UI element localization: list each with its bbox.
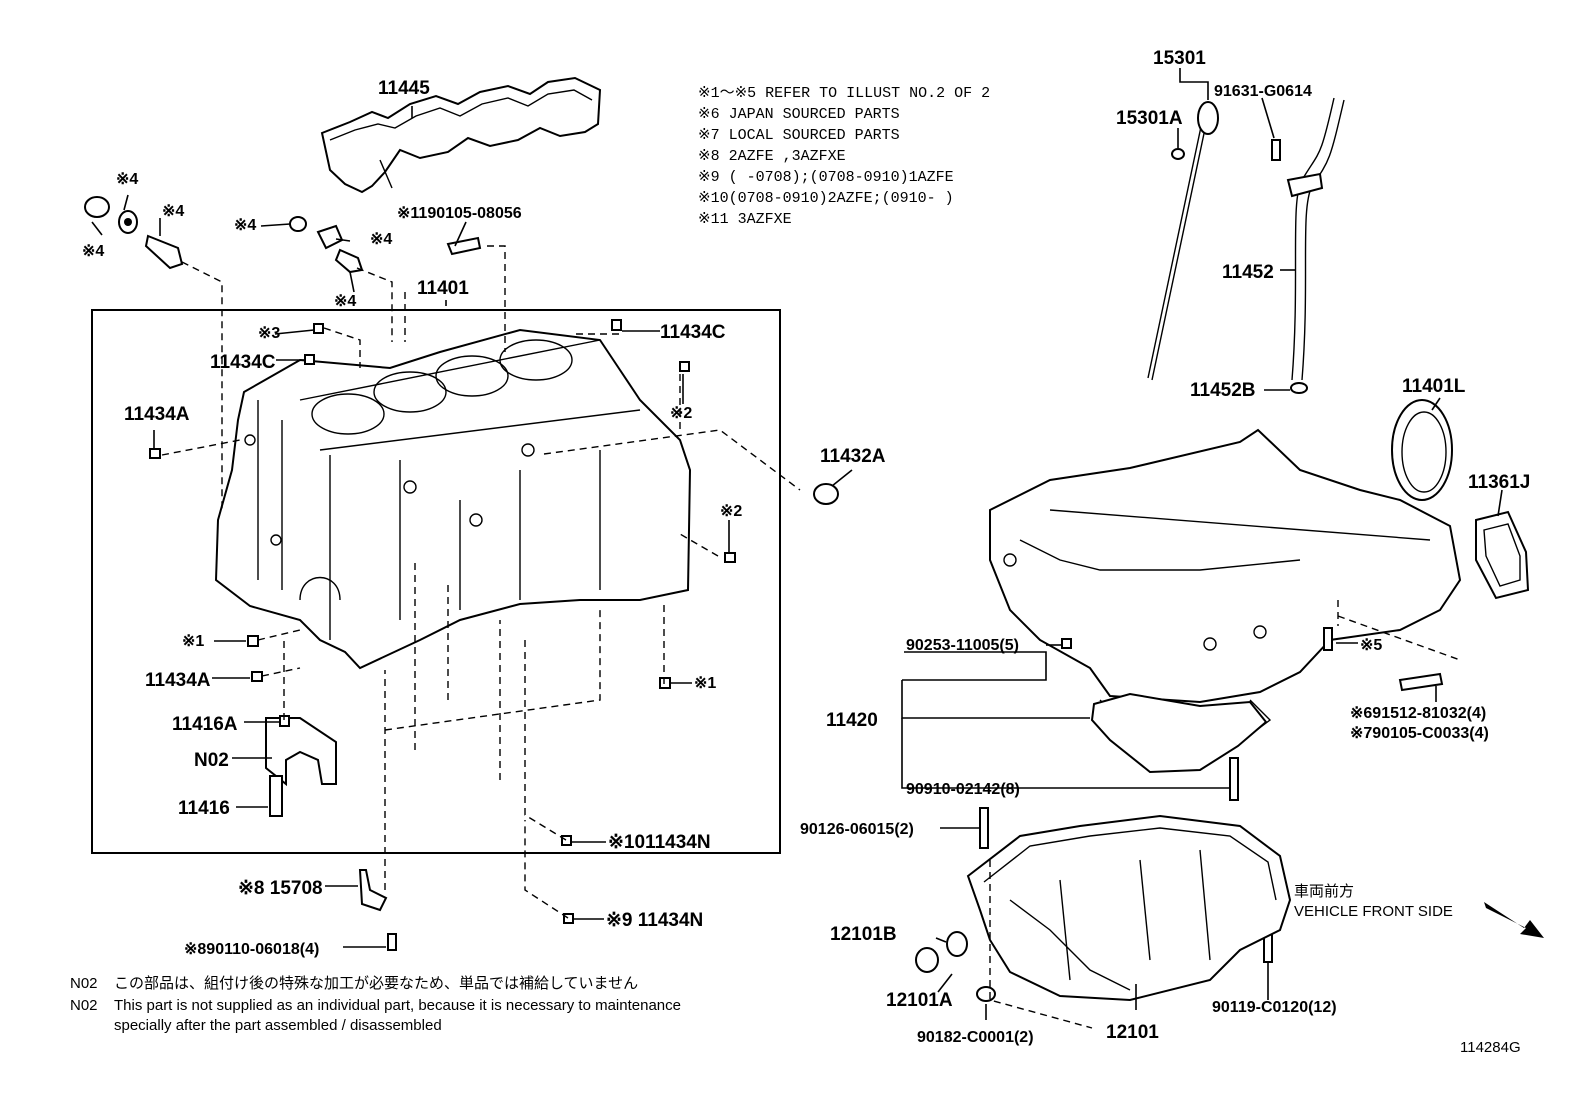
note-3: ※7 LOCAL SOURCED PARTS [698, 127, 900, 144]
label-11434c-top: 11434C [660, 322, 726, 343]
label-91631-g0614: 91631-G0614 [1214, 83, 1312, 100]
label-11361j: 11361J [1468, 472, 1530, 493]
note-1: ※1～※5 REFER TO ILLUST NO.2 OF 2 [698, 85, 990, 102]
drain-gasket-drawing [946, 931, 968, 957]
label-ref5: ※5 [1360, 637, 1382, 654]
label-ref2-b: ※2 [720, 503, 742, 520]
water-jacket-spacer-drawing [320, 76, 602, 194]
label-90119-c0120: 90119-C0120(12) [1212, 999, 1337, 1016]
oil-pan-drawing [966, 814, 1292, 1002]
note-6: ※10(0708-0910)2AZFE;(0910- ) [698, 190, 954, 207]
label-ref4-d: ※4 [234, 217, 256, 234]
bearing-cap-drawing [265, 717, 337, 787]
label-12101: 12101 [1106, 1022, 1159, 1043]
label-ref1-a: ※1 [182, 633, 204, 650]
label-11452: 11452 [1222, 262, 1274, 283]
leader-lines [91, 68, 1503, 1020]
label-12101b: 12101B [830, 924, 897, 945]
label-11432a: 11432A [820, 446, 886, 467]
vehicle-front-japanese: 車両前方 [1294, 883, 1354, 900]
dipstick-drawing [1147, 101, 1219, 381]
label-ref3: ※3 [258, 325, 280, 342]
label-11434n-b: ※9 11434N [606, 910, 703, 931]
label-15301a: 15301A [1116, 108, 1183, 129]
footer-notes: N02 この部品は、組付け後の特殊な加工が必要なため、単品では補給していません … [70, 975, 1521, 1056]
part-labels: 11445 ※1190105-08056 11401 11434C 11434C… [82, 48, 1530, 1046]
footer-en-line1: This part is not supplied as an individu… [114, 997, 681, 1014]
label-11434n-a: ※1011434N [608, 832, 711, 853]
dashed-leaders-right [1337, 600, 1461, 661]
footer-en-line2: specially after the part assembled / dis… [114, 1017, 442, 1034]
label-11434a-top: 11434A [124, 404, 190, 425]
label-11401l: 11401L [1402, 376, 1466, 397]
vehicle-front-english: VEHICLE FRONT SIDE [1294, 903, 1453, 920]
label-15301: 15301 [1153, 48, 1206, 69]
label-90126-06015: 90126-06015(2) [800, 821, 914, 838]
footer-jp-code: N02 [70, 975, 98, 992]
label-11420: 11420 [826, 710, 878, 731]
label-15708: ※8 15708 [238, 878, 323, 899]
label-11401: 11401 [417, 278, 469, 299]
plug-11432a-drawing [813, 483, 839, 505]
label-ref4-a: ※4 [116, 171, 138, 188]
label-12101a: 12101A [886, 990, 953, 1011]
drain-plug-drawing [915, 947, 939, 973]
label-ref1-b: ※1 [694, 675, 716, 692]
dipstick-guide-drawing [1271, 97, 1345, 394]
bolts-right [976, 627, 1444, 1002]
label-ref2-a: ※2 [670, 405, 692, 422]
label-11416: 11416 [178, 798, 230, 819]
label-ref4-c: ※4 [162, 203, 184, 220]
footer-en-code: N02 [70, 997, 98, 1014]
note-7: ※11 3AZFXE [698, 211, 792, 228]
label-11445: 11445 [378, 78, 430, 99]
notes-block: ※1～※5 REFER TO ILLUST NO.2 OF 2 ※6 JAPAN… [698, 85, 990, 228]
note-2: ※6 JAPAN SOURCED PARTS [698, 106, 900, 123]
label-90910-02142: 90910-02142(8) [906, 781, 1020, 798]
label-90253-11005: 90253-11005(5) [906, 637, 1019, 654]
label-ref4-f: ※4 [334, 293, 356, 310]
small-parts-upper-left [84, 196, 482, 274]
illustration-number: 114284G [1460, 1039, 1521, 1056]
note-5: ※9 ( -0708);(0708-0910)1AZFE [698, 169, 954, 186]
cylinder-block-frame [91, 309, 781, 854]
oil-seal-drawing [1391, 399, 1453, 501]
label-90110-06018: ※890110-06018(4) [184, 941, 319, 958]
dashed-leaders-pan [989, 860, 1093, 1029]
label-n02: N02 [194, 750, 229, 771]
footer-jp-text: この部品は、組付け後の特殊な加工が必要なため、単品では補給していません [114, 975, 638, 992]
label-ref4-b: ※4 [82, 243, 104, 260]
note-4: ※8 2AZFE ,3AZFXE [698, 148, 846, 165]
label-11416a: 11416A [172, 714, 238, 735]
dashed-leaders-left [161, 245, 801, 919]
label-ref4-e: ※4 [370, 231, 392, 248]
label-91512-81032: ※691512-81032(4) [1350, 705, 1486, 722]
label-90105-08056: ※1190105-08056 [397, 205, 522, 222]
label-11434a-bottom: 11434A [145, 670, 211, 691]
cylinder-block-drawing [214, 328, 692, 670]
label-11434c-left: 11434C [210, 352, 276, 373]
bearing-cap-bolt-drawing [269, 775, 283, 817]
bolt-90110-drawing [387, 933, 397, 951]
baffle-drawing [1090, 692, 1268, 774]
label-90182-c0001: 90182-C0001(2) [917, 1029, 1034, 1046]
label-90105-c0033: ※790105-C0033(4) [1350, 725, 1489, 742]
label-11452b: 11452B [1190, 380, 1256, 401]
vehicle-front-arrow-icon [1484, 902, 1544, 938]
retainer-drawing [1475, 510, 1530, 600]
bracket-15708-drawing [358, 869, 388, 912]
